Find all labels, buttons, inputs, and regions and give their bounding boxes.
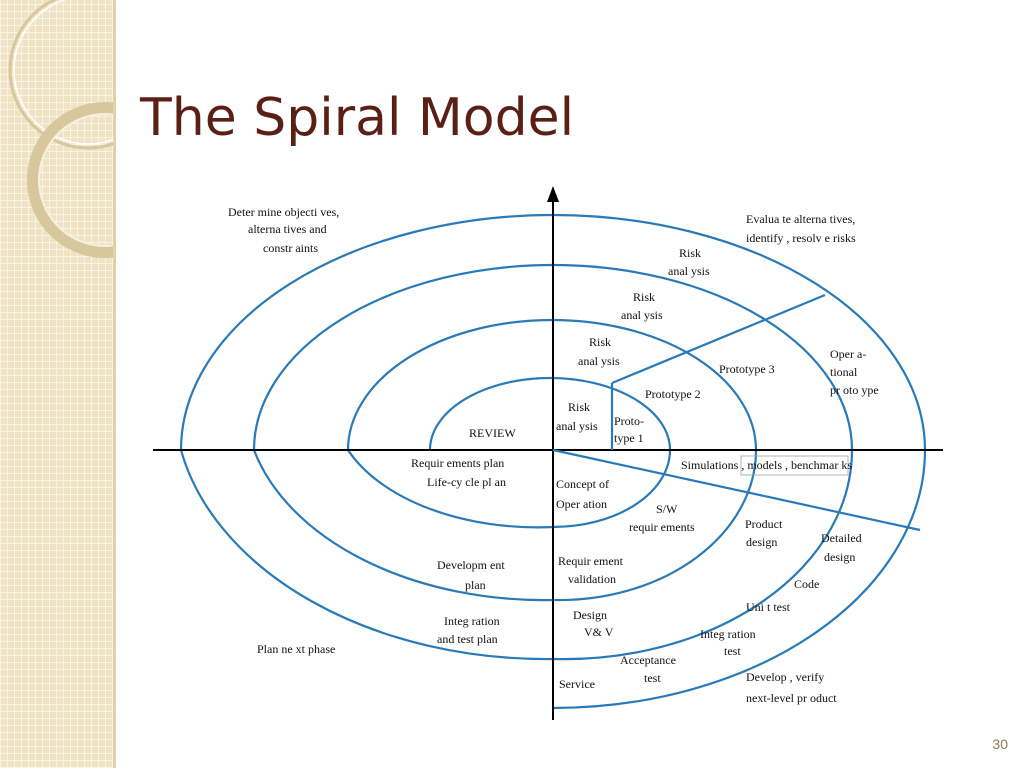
prototype3-label: Prototype 3 bbox=[719, 362, 775, 376]
page-number: 30 bbox=[992, 736, 1008, 752]
code-label: Code bbox=[794, 577, 819, 591]
integ-plan-line2: and test plan bbox=[437, 632, 498, 646]
simulations-boxed-text: s , models , bench bbox=[734, 458, 820, 472]
quadrant-bottom-right-line2: next-level pr oduct bbox=[746, 691, 837, 705]
concept-line1: Concept of bbox=[556, 477, 609, 491]
risk-analysis-inner-line2: anal ysis bbox=[556, 419, 598, 433]
concept-line2: Oper ation bbox=[556, 497, 607, 511]
detailed-design-line1: Detailed bbox=[821, 531, 862, 545]
sw-req-line2: requir ements bbox=[629, 520, 695, 534]
acceptance-line2: test bbox=[644, 671, 661, 685]
unit-test-label: Uni t test bbox=[746, 600, 791, 614]
prototype-divider bbox=[611, 293, 826, 385]
simulations-suffix: mar ks bbox=[820, 458, 853, 472]
quadrant-bottom-left: Plan ne xt phase bbox=[257, 642, 335, 656]
req-validation-line1: Requir ement bbox=[558, 554, 624, 568]
risk-analysis-third-line1: Risk bbox=[633, 290, 655, 304]
slide-title: The Spiral Model bbox=[140, 88, 575, 148]
prototype2-label: Prototype 2 bbox=[645, 387, 701, 401]
quadrant-top-right-line1: Evalua te alterna tives, bbox=[746, 212, 855, 226]
req-plan-line1: Requir ements plan bbox=[411, 456, 504, 470]
risk-analysis-second-line2: anal ysis bbox=[578, 354, 620, 368]
operational-line3: pr oto ype bbox=[830, 383, 879, 397]
detailed-design-line2: design bbox=[824, 550, 855, 564]
service-label: Service bbox=[559, 677, 595, 691]
integ-plan-line1: Integ ration bbox=[444, 614, 500, 628]
dev-plan-line1: Developm ent bbox=[437, 558, 505, 572]
risk-analysis-outer-line1: Risk bbox=[679, 246, 701, 260]
risk-analysis-third-line2: anal ysis bbox=[621, 308, 663, 322]
quadrant-top-left-line2: alterna tives and bbox=[248, 222, 327, 236]
quadrant-bottom-right-line1: Develop , verify bbox=[746, 670, 824, 684]
simulation-divider bbox=[552, 448, 921, 532]
simulations-label: Simulations , models , benchmar ks bbox=[681, 458, 852, 472]
decorative-side-band bbox=[0, 0, 113, 768]
vertical-axis-arrowhead bbox=[547, 186, 559, 202]
design-vv-line1: Design bbox=[573, 608, 607, 622]
decorative-rings bbox=[8, 0, 113, 258]
review-label: REVIEW bbox=[469, 426, 516, 440]
operational-line1: Oper a- bbox=[830, 347, 866, 361]
product-design-line2: design bbox=[746, 535, 777, 549]
simulations-prefix: Simulation bbox=[681, 458, 734, 472]
req-plan-line2: Life-cy cle pl an bbox=[427, 475, 506, 489]
req-validation-line2: validation bbox=[568, 572, 616, 586]
risk-analysis-inner-line1: Risk bbox=[568, 400, 590, 414]
operational-line2: tional bbox=[830, 365, 858, 379]
integ-test-line1: Integ ration bbox=[700, 627, 756, 641]
quadrant-top-left-line3: constr aints bbox=[263, 241, 318, 255]
proto1-line2: type 1 bbox=[614, 431, 644, 445]
simulations-highlight-box bbox=[740, 455, 849, 476]
acceptance-line1: Acceptance bbox=[620, 653, 676, 667]
proto1-line1: Proto- bbox=[614, 414, 644, 428]
sw-req-line1: S/W bbox=[656, 502, 678, 516]
quadrant-top-right-line2: identify , resolv e risks bbox=[746, 231, 856, 245]
product-design-line1: Product bbox=[745, 517, 783, 531]
side-band-edge bbox=[113, 0, 116, 768]
integ-test-line2: test bbox=[724, 644, 741, 658]
dev-plan-line2: plan bbox=[465, 578, 486, 592]
risk-analysis-outer-line2: anal ysis bbox=[668, 264, 710, 278]
quadrant-top-left-line1: Deter mine objecti ves, bbox=[228, 205, 339, 219]
design-vv-line2: V& V bbox=[584, 625, 614, 639]
risk-analysis-second-line1: Risk bbox=[589, 335, 611, 349]
